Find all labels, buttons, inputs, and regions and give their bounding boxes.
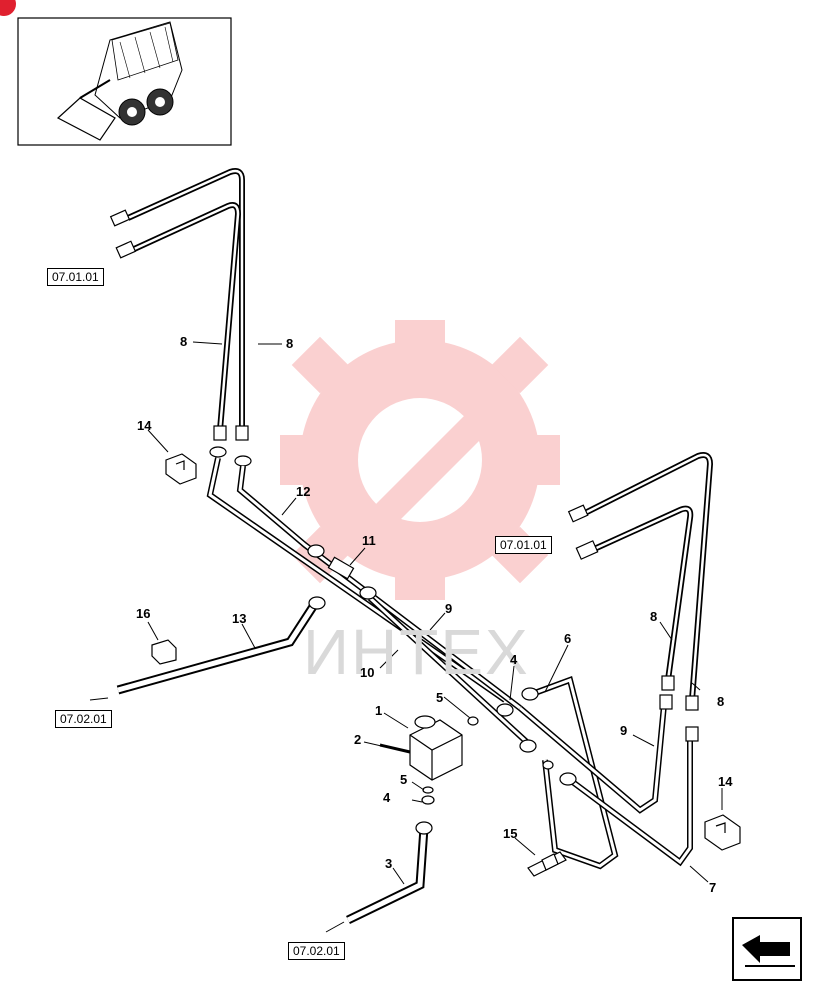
callout-8: 8 bbox=[180, 334, 188, 349]
callout-8: 8 bbox=[286, 336, 294, 351]
callout-5: 5 bbox=[436, 690, 444, 705]
callout-4: 4 bbox=[510, 652, 518, 667]
hose-fittings-upper-right bbox=[567, 504, 699, 711]
clamp-14-left bbox=[165, 453, 197, 485]
callout-1: 1 bbox=[375, 703, 383, 718]
clamp-14-right bbox=[704, 814, 741, 851]
leader-lines bbox=[89, 341, 723, 933]
callout-6: 6 bbox=[564, 631, 572, 646]
tube-13 bbox=[116, 596, 326, 695]
clamp-15 bbox=[527, 851, 567, 877]
skid-steer-loader-icon bbox=[17, 17, 232, 146]
reference-box[interactable]: 07.02.01 bbox=[55, 710, 112, 728]
callout-9: 9 bbox=[445, 601, 453, 616]
fittings-right-lower bbox=[467, 687, 699, 786]
callout-13: 13 bbox=[232, 611, 247, 626]
red-corner-badge-icon bbox=[0, 0, 16, 16]
hose-pair-upper-left bbox=[126, 168, 245, 431]
callout-16: 16 bbox=[136, 606, 151, 621]
callout-15: 15 bbox=[503, 826, 518, 841]
callout-14: 14 bbox=[718, 774, 733, 789]
callout-9: 9 bbox=[620, 723, 628, 738]
next-page-arrow-icon[interactable] bbox=[732, 917, 802, 981]
callout-4: 4 bbox=[383, 790, 391, 805]
tee-fitting-11 bbox=[307, 544, 377, 600]
callout-10: 10 bbox=[360, 665, 375, 680]
reference-box[interactable]: 07.02.01 bbox=[288, 942, 345, 960]
reference-box[interactable]: 07.01.01 bbox=[47, 268, 104, 286]
tube-loops-6-7 bbox=[518, 676, 693, 870]
watermark-text: ИНТЕХ bbox=[303, 616, 530, 688]
callout-11: 11 bbox=[362, 533, 376, 548]
callout-8: 8 bbox=[717, 694, 725, 709]
clamp-16 bbox=[151, 639, 177, 665]
callout-5: 5 bbox=[400, 772, 408, 787]
reference-box[interactable]: 07.01.01 bbox=[495, 536, 552, 554]
callout-2: 2 bbox=[354, 732, 362, 747]
hose-pair-upper-right bbox=[583, 452, 714, 701]
callout-7: 7 bbox=[709, 880, 717, 895]
callout-3: 3 bbox=[385, 856, 393, 871]
tube-3 bbox=[346, 786, 435, 925]
tube-pair-main bbox=[206, 457, 533, 748]
callout-12: 12 bbox=[296, 484, 311, 499]
callout-14: 14 bbox=[137, 418, 152, 433]
valve-block-1 bbox=[379, 715, 463, 781]
callout-8: 8 bbox=[650, 609, 658, 624]
